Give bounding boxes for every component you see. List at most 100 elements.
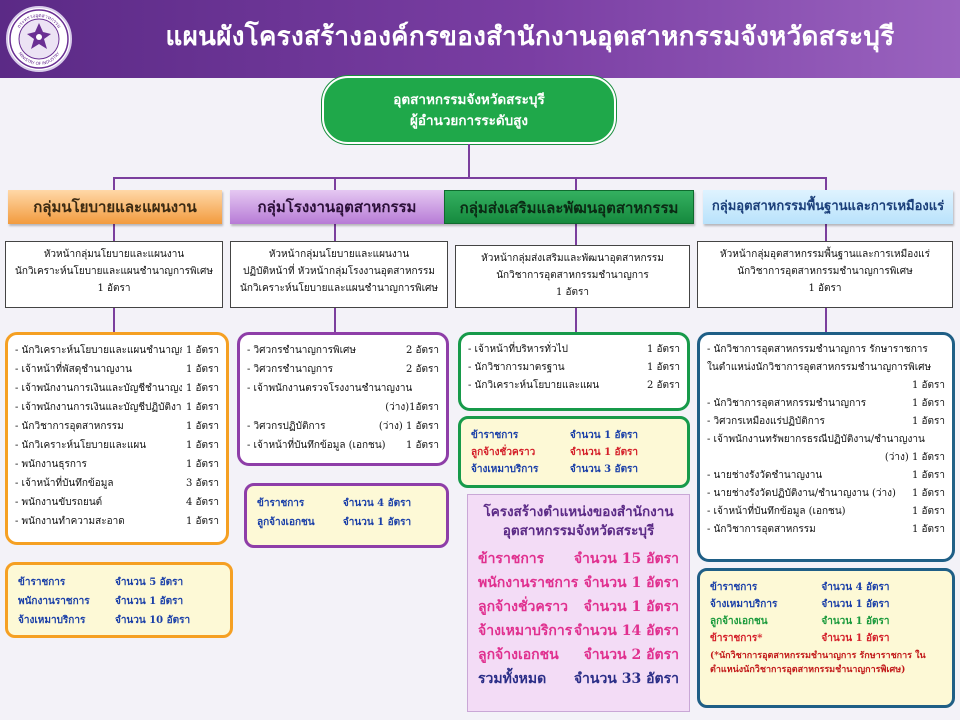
position-count: 1 อัตรา	[911, 416, 945, 427]
position-name: - เจ้าพนักงานทรัพยากรธรณีปฏิบัติงาน/ชำนา…	[707, 434, 925, 445]
position-count: 1 อัตรา	[911, 488, 945, 499]
group-header-factory: กลุ่มโรงงานอุตสาหกรรม	[230, 190, 444, 224]
position-name: - นักวิชาการอุตสาหกรรม	[707, 524, 816, 535]
summary-count: จำนวน 1 อัตรา	[114, 596, 184, 607]
connector-group-2	[334, 177, 336, 191]
summary-label: ข้าราชการ	[18, 577, 66, 588]
totals-count: จำนวน 2 อัตรา	[583, 647, 679, 663]
position-count	[435, 379, 439, 398]
summary-count: จำนวน 1 อัตรา	[569, 430, 639, 441]
position-name: - เจ้าพนักงานการเงินและบัญชีชำนาญงาน	[15, 383, 182, 394]
totals-grand-row: รวมทั้งหมดจำนวน 33 อัตรา	[478, 667, 679, 691]
position-name: - เจ้าหน้าที่บริหารทั่วไป	[468, 344, 568, 355]
position-row: - เจ้าหน้าที่บันทึกข้อมูล (เอกชน)1 อัตรา	[247, 436, 439, 455]
position-row: - เจ้าหน้าที่บันทึกข้อมูล (เอกชน)1 อัตรา	[707, 503, 945, 521]
position-name: - เจ้าพนักงานตรวจโรงงานชำนาญงาน	[247, 383, 413, 394]
position-name: - วิศวกรปฏิบัติการ	[247, 421, 326, 432]
position-row: - นายช่างรังวัดปฏิบัติงาน/ชำนาญงาน (ว่าง…	[707, 485, 945, 503]
totals-count: จำนวน 15 อัตรา	[573, 551, 679, 567]
head-line: นักวิเคราะห์นโยบายและแผนชำนาญการพิเศษ	[240, 283, 438, 294]
summary-label: ลูกจ้างเอกชน	[710, 616, 768, 627]
position-count: 2 อัตรา	[405, 345, 439, 356]
position-row: - พนักงานขับรถยนต์4 อัตรา	[15, 493, 219, 512]
director-level: ผู้อำนวยการระดับสูง	[410, 113, 528, 129]
head-line: 1 อัตรา	[555, 287, 590, 298]
summary-label: ลูกจ้างชั่วคราว	[471, 447, 536, 458]
summary-count: จำนวน 1 อัตรา	[821, 616, 890, 627]
position-count: 1 อัตรา	[646, 362, 680, 373]
summary-row: จ้างเหมาบริการจำนวน 3 อัตรา	[471, 461, 677, 478]
connector-head-1	[113, 224, 115, 242]
summary-row: ข้าราชการ จำนวน 5 อัตรา	[18, 573, 220, 592]
summary-label: จ้างเหมาบริการ	[18, 615, 86, 626]
connector-pos-2	[334, 308, 336, 333]
position-name: - เจ้าหน้าที่บันทึกข้อมูล (เอกชน)	[247, 440, 386, 451]
totals-label: ลูกจ้างเอกชน	[478, 647, 559, 663]
connector-trunk	[468, 144, 470, 178]
head-line: นักวิเคราะห์นโยบายและแผนชำนาญการพิเศษ	[15, 266, 213, 277]
summary-count: จำนวน 5 อัตรา	[114, 577, 184, 588]
connector-pos-1	[113, 308, 115, 333]
summary-count: จำนวน 1 อัตรา	[821, 599, 890, 610]
position-count: 1 อัตรา	[185, 516, 219, 527]
ministry-of-industry-logo: กระทรวงอุตสาหกรรม MINISTRY OF INDUSTRY	[6, 6, 72, 72]
director-node: อุตสาหกรรมจังหวัดสระบุรี ผู้อำนวยการระดั…	[322, 76, 616, 144]
position-count	[941, 431, 945, 449]
totals-count: จำนวน 33 อัตรา	[573, 671, 679, 687]
position-name: - วิศวกรชำนาญการ	[247, 364, 333, 375]
summary-label: ข้าราชการ	[257, 498, 305, 509]
connector-group-3	[575, 177, 577, 191]
summary-row: ข้าราชการจำนวน 4 อัตรา	[257, 494, 436, 513]
director-title: อุตสาหกรรมจังหวัดสระบุรี	[393, 92, 545, 108]
totals-label: ข้าราชการ	[478, 551, 545, 567]
position-name: - เจ้าหน้าที่บันทึกข้อมูล	[15, 478, 114, 489]
position-name: - นักวิชาการอุตสาหกรรมชำนาญการ รักษาราชก…	[707, 344, 928, 355]
totals-label: ลูกจ้างชั่วคราว	[478, 599, 568, 615]
summary-label: ข้าราชการ*	[710, 633, 763, 644]
position-name: - นักวิเคราะห์นโยบายและแผนชำนาญการ	[15, 345, 182, 356]
position-count: 1 อัตรา	[185, 459, 219, 470]
summary-box-factory: ข้าราชการจำนวน 4 อัตราลูกจ้างเอกชนจำนวน …	[244, 483, 449, 548]
position-count: 1 อัตรา	[911, 524, 945, 535]
position-row: - นักวิชาการมาตรฐาน 1 อัตรา	[468, 359, 680, 377]
position-name: - พนักงานทำความสะอาด	[15, 516, 125, 527]
position-count: (ว่าง) 1 อัตรา	[884, 452, 945, 463]
summary-count: จำนวน 4 อัตรา	[821, 582, 890, 593]
summary-label: จ้างเหมาบริการ	[710, 599, 778, 610]
position-row: (ว่าง)1อัตรา	[247, 398, 439, 417]
head-line: นักวิชาการอุตสาหกรรมชำนาญการ	[496, 270, 649, 281]
head-line: 1 อัตรา	[97, 283, 131, 294]
summary-count: จำนวน 3 อัตรา	[569, 464, 639, 475]
position-count: 1 อัตรา	[185, 383, 219, 394]
totals-title-line1: โครงสร้างตำแหน่งของสำนักงาน	[483, 504, 674, 520]
summary-row: จ้างเหมาบริการ จำนวน 1 อัตรา	[710, 596, 942, 613]
summary-row: ลูกจ้างชั่วคราว จำนวน 1 อัตรา	[471, 444, 677, 461]
position-name: - นักวิชาการมาตรฐาน	[468, 362, 565, 373]
totals-count: จำนวน 14 อัตรา	[573, 623, 679, 639]
summary-count: จำนวน 1 อัตรา	[569, 447, 639, 458]
connector-head-4	[825, 224, 827, 242]
position-name: - เจ้าหน้าที่พัสดุชำนาญงาน	[15, 364, 132, 375]
position-name: - นายช่างรังวัดปฏิบัติงาน/ชำนาญงาน (ว่าง…	[707, 488, 896, 499]
connector-group-4	[825, 177, 827, 191]
position-name: - นักวิชาการอุตสาหกรรมชำนาญการ	[707, 398, 867, 409]
head-line: นักวิชาการอุตสาหกรรมชำนาญการพิเศษ	[737, 266, 913, 277]
position-count	[941, 359, 945, 377]
position-count: 4 อัตรา	[185, 497, 219, 508]
head-line: หัวหน้ากลุ่มส่งเสริมและพัฒนาอุตสาหกรรม	[481, 253, 664, 264]
summary-note: (*นักวิชาการอุตสาหกรรมชำนาญการ รักษาราชก…	[710, 651, 926, 675]
position-count: 1 อัตรา	[185, 440, 219, 451]
summary-box-policy: ข้าราชการจำนวน 5 อัตราพนักงานราชการจำนวน…	[5, 562, 233, 638]
group-head-box-policy: หัวหน้ากลุ่มนโยบายและแผนงาน นักวิเคราะห์…	[5, 241, 223, 308]
group-head-box-mining: หัวหน้ากลุ่มอุตสาหกรรมพื้นฐานและการเหมือ…	[697, 241, 953, 308]
position-count	[941, 341, 945, 359]
position-count: 1 อัตรา	[646, 344, 680, 355]
group-header-promotion: กลุ่มส่งเสริมและพัฒนอุตสาหกรรม	[444, 190, 694, 224]
summary-count: จำนวน 1 อัตรา	[342, 517, 412, 528]
summary-row: ลูกจ้างเอกชนจำนวน 1 อัตรา	[257, 513, 436, 532]
